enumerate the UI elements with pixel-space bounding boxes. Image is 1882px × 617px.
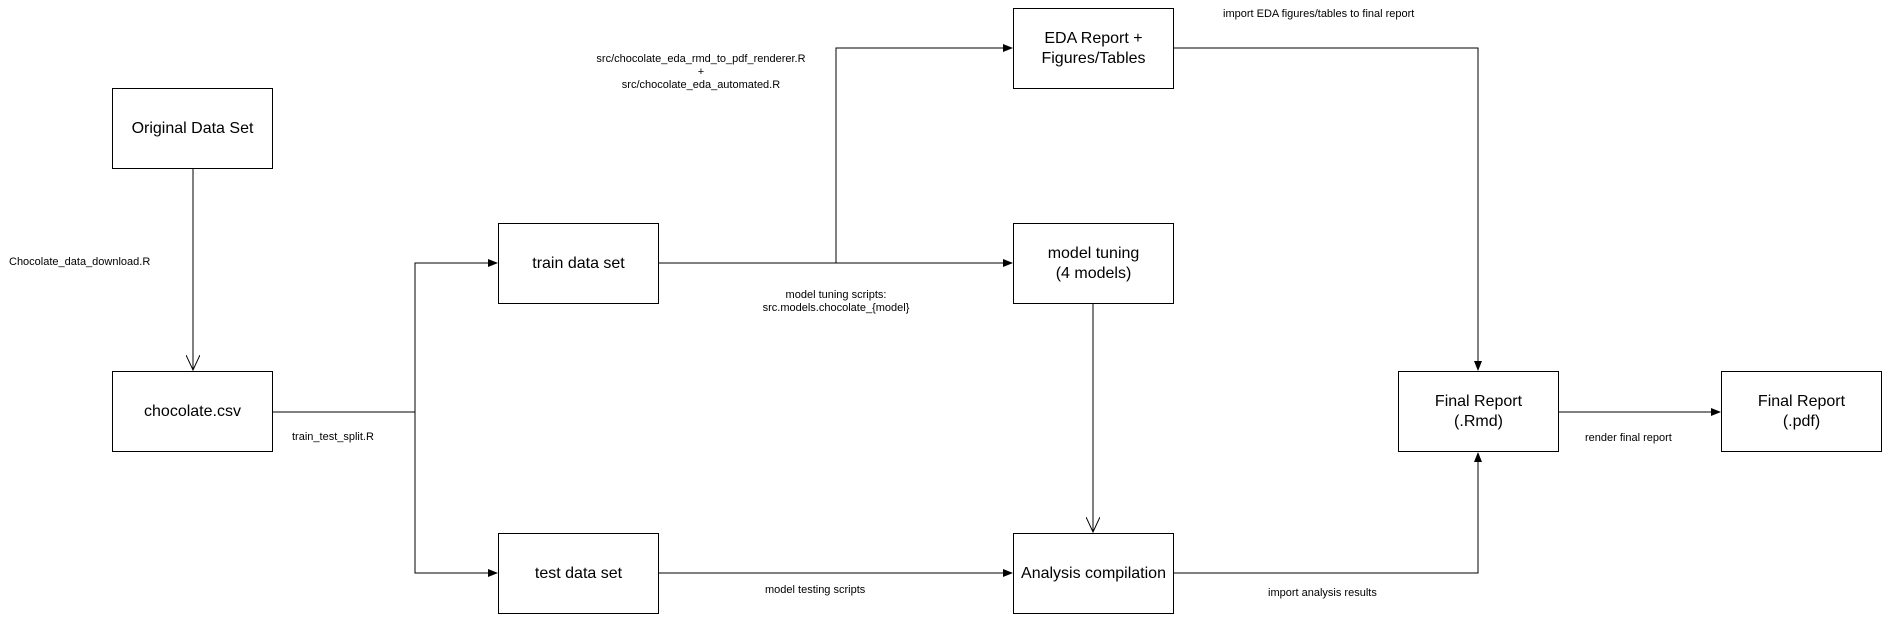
node-analysis-compilation: Analysis compilation (1013, 533, 1174, 614)
node-final-report-rmd-label: Final Report (.Rmd) (1434, 392, 1523, 430)
node-analysis-compilation-label: Analysis compilation (1021, 564, 1166, 582)
node-test-data-set: test data set (498, 533, 659, 614)
label-render: render final report (1585, 432, 1672, 444)
node-eda-report-label: EDA Report + Figures/Tables (1041, 29, 1146, 67)
edge-split-to-train (414, 259, 498, 412)
node-chocolate-csv-label: chocolate.csv (144, 402, 241, 420)
edge-split-to-test (414, 412, 498, 577)
label-split-script: train_test_split.R (292, 431, 374, 443)
node-chocolate-csv: chocolate.csv (112, 371, 273, 452)
label-import-eda: import EDA figures/tables to final repor… (1223, 8, 1415, 20)
node-original-data-set-label: Original Data Set (131, 119, 254, 137)
label-eda-scripts: src/chocolate_eda_rmd_to_pdf_renderer.R … (596, 53, 806, 92)
label-testing-scripts: model testing scripts (765, 584, 866, 596)
node-final-report-rmd: Final Report (.Rmd) (1398, 371, 1559, 452)
node-train-data-set: train data set (498, 223, 659, 304)
node-model-tuning: model tuning (4 models) (1013, 223, 1174, 304)
node-final-report-pdf-label: Final Report (.pdf) (1757, 392, 1846, 430)
node-final-report-pdf: Final Report (.pdf) (1721, 371, 1882, 452)
edge-eda-to-final (1174, 47, 1482, 371)
node-original-data-set: Original Data Set (112, 88, 273, 169)
edge-train-to-eda (835, 44, 1013, 263)
label-download-script: Chocolate_data_download.R (9, 256, 151, 268)
edge-analysis-to-final (1174, 452, 1482, 574)
label-import-analysis: import analysis results (1268, 587, 1377, 599)
node-eda-report: EDA Report + Figures/Tables (1013, 8, 1174, 89)
label-tuning-scripts: model tuning scripts: src.models.chocola… (762, 289, 910, 315)
node-test-data-set-label: test data set (534, 564, 623, 582)
node-model-tuning-label: model tuning (4 models) (1047, 244, 1140, 282)
node-train-data-set-label: train data set (532, 254, 625, 272)
